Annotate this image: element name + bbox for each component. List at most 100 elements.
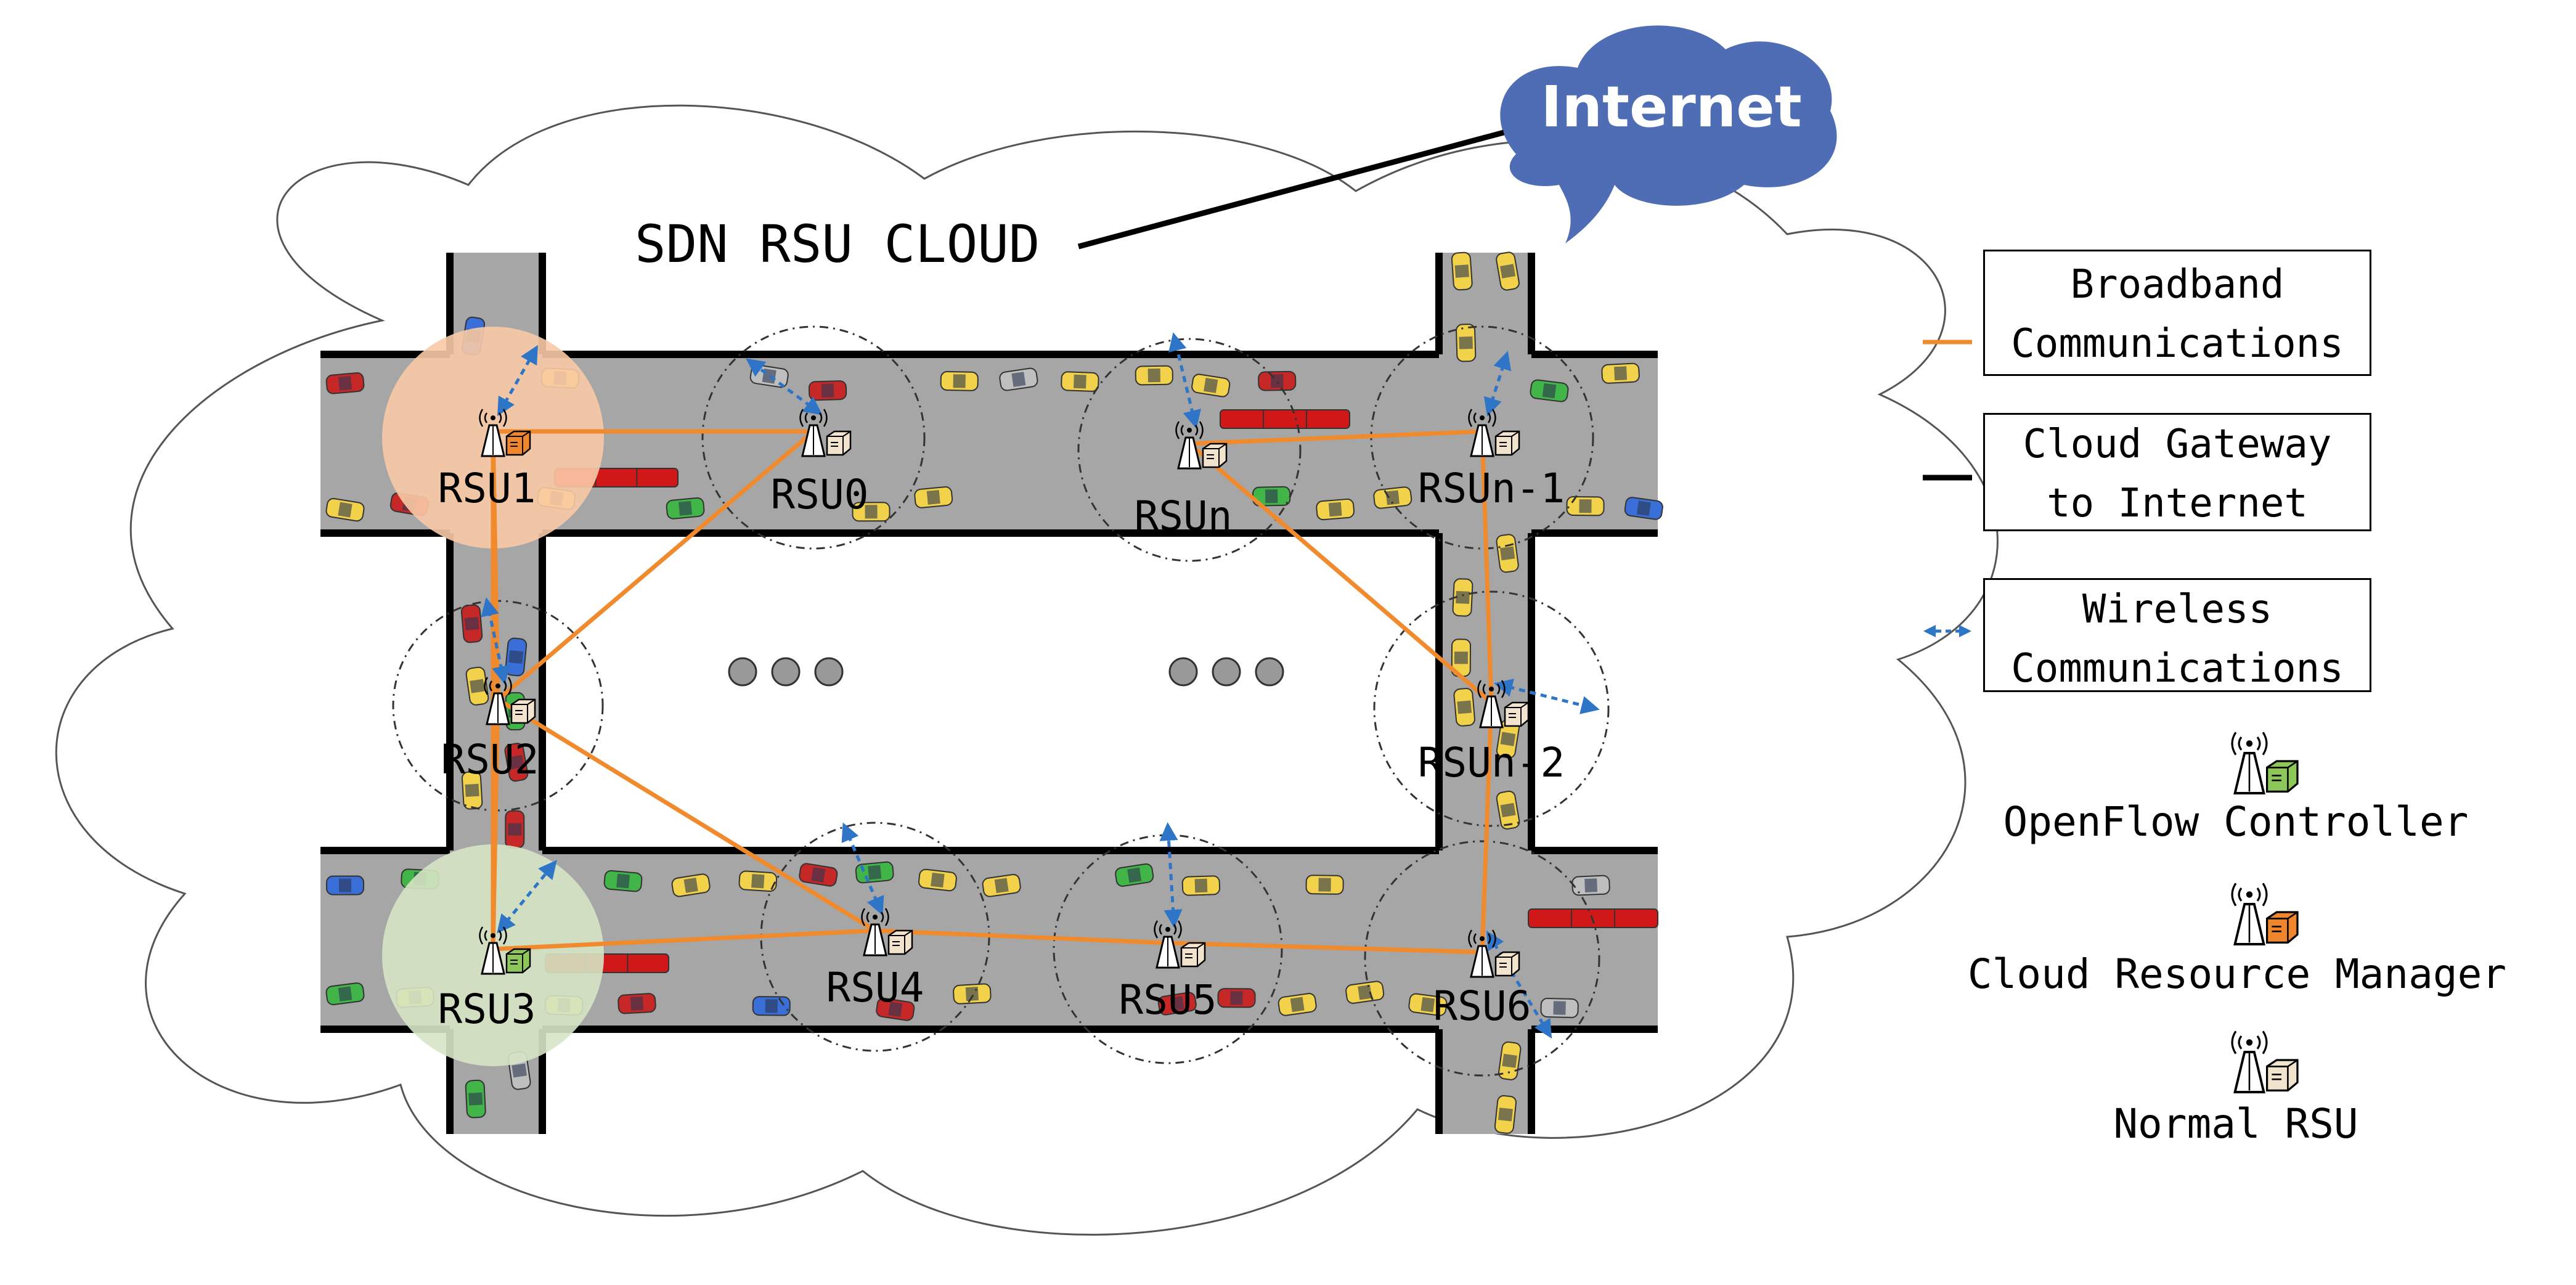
vehicle [1316,498,1355,521]
vehicle [325,982,365,1006]
broadband-link-rsu3-rsu4 [492,928,876,952]
vehicle [1305,875,1344,895]
vehicle [325,875,365,895]
rsu-node-rsu0: RSU0 [771,409,869,518]
vehicle [1135,365,1173,386]
vehicle [1496,251,1520,291]
wireless-link-rsu0 [746,358,823,415]
vehicle [1345,981,1385,1004]
rsu-label-rsu3: RSU3 [438,985,536,1033]
ellipsis-dot [1255,657,1284,687]
rsu-icon [799,409,852,457]
gateway-legend-label: Cloud Gateway to Internet [1983,413,2371,531]
broadband-legend-swatch [1923,340,1972,345]
vehicle [752,996,791,1016]
broadband-link-rsu2-rsu4 [497,698,876,932]
vehicle [1494,1095,1517,1134]
wireless-link-rsu3 [497,860,557,934]
vehicle [855,861,894,884]
vehicle [460,604,483,643]
vehicle [876,997,915,1021]
broadband-link-rsu4-rsu5 [874,928,1168,945]
vehicle [1496,790,1520,830]
vehicle [618,993,656,1014]
rsu-icon [1154,920,1206,969]
vehicle [1566,496,1605,516]
broadband-legend-label: Broadband Communications [1983,250,2371,376]
vehicle [953,983,992,1005]
rsu-icon [1175,421,1228,470]
vehicle [1530,379,1569,402]
vehicle [1451,251,1473,291]
vehicle [1408,993,1448,1016]
internet-cloud [1500,25,1837,243]
rsu-node-rsu6: RSU6 [1433,929,1531,1030]
rsu-label-rsu1: RSU1 [438,465,536,512]
broadband-link-rsu5-rsu6 [1167,940,1483,955]
broadband-link-rsun-rsun1 [1189,429,1483,446]
sdn-rsu-cloud-label: SDN RSU CLOUD [635,214,1040,274]
wireless-legend-swatch [1923,625,1971,637]
broadband-link-rsu0-rsu2 [496,430,815,701]
vehicle [1252,486,1291,507]
vehicle [461,771,483,810]
wireless-link-rsu5 [1159,822,1183,928]
cloud-gateway-line [1077,129,1505,250]
internet-label: Internet [1541,74,1801,140]
vehicle [671,873,711,897]
vehicle [465,1079,486,1119]
vehicle [1453,688,1475,727]
vehicle [914,486,953,508]
broadband-link-rsu2-rsu3 [491,699,500,950]
vehicle [666,497,705,520]
rsu-icon [1468,409,1520,457]
vehicle [603,870,643,892]
ellipsis-dot [728,657,757,687]
rsu-node-rsu3: RSU3 [438,926,536,1033]
coverage-zone-rsu6 [1364,840,1600,1077]
rsu-icon [861,908,913,957]
rsu-node-rsu5: RSU5 [1119,920,1217,1024]
vehicle [1191,373,1231,398]
vehicle [738,870,778,892]
vehicle [505,637,528,677]
vehicle [982,873,1021,897]
broadband-link-rsu6-rsun2 [1480,702,1494,953]
rsu-label-rsu0: RSU0 [771,471,869,518]
rsu-node-rsu2: RSU2 [441,677,539,783]
vehicle [1456,324,1477,362]
rsu-label-rsu6: RSU6 [1433,982,1531,1030]
gateway-legend-swatch [1923,475,1972,481]
rsu-icon [484,677,536,725]
ellipsis-dot [1212,657,1241,687]
rsu-node-rsun2: RSUn-2 [1418,680,1565,786]
rsu-label-rsu5: RSU5 [1119,976,1217,1024]
vehicle [1157,992,1197,1016]
wireless-link-rsun2 [1494,679,1600,714]
vehicle [808,380,847,401]
ellipsis-dots [728,657,1284,687]
rsu-label-rsu4: RSU4 [826,964,924,1011]
vehicle [1540,997,1579,1018]
rsu-label-rsu2: RSU2 [441,736,539,783]
vehicle [1373,486,1412,509]
vehicle [1061,371,1099,392]
cloud-resource-manager-legend-icon [2231,883,2299,945]
bus [1220,409,1350,429]
vehicle [940,371,979,391]
ellipsis-dot [771,657,801,687]
vehicle [505,810,525,849]
vehicle [799,863,838,887]
rsu-node-rsu4: RSU4 [826,908,924,1011]
normal-rsu-legend-label: Normal RSU [2113,1100,2358,1148]
wireless-legend-label: Wireless Communications [1983,578,2371,692]
cloud-resource-manager-legend-label: Cloud Resource Manager [1967,950,2507,998]
wireless-link-rsu4 [841,822,884,916]
vehicle [325,372,365,394]
rsu-node-rsun: RSUn [1135,421,1232,540]
rsu-node-rsun1: RSUn-1 [1418,409,1565,512]
vehicle [852,502,891,522]
